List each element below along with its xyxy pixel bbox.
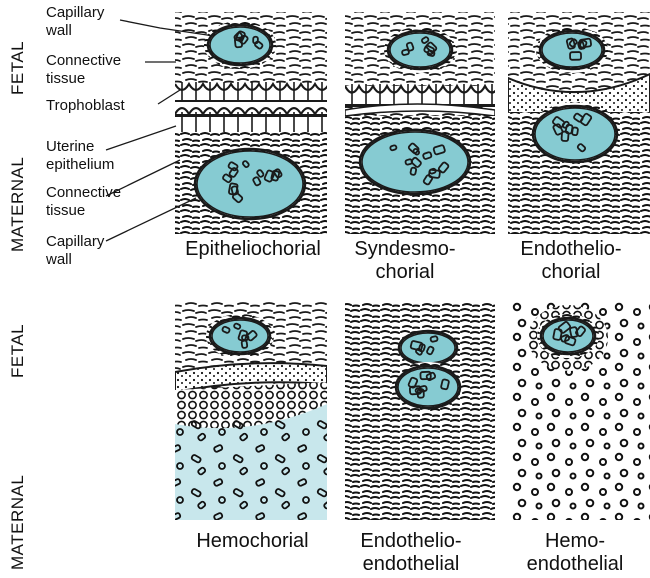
caption-hemoendothelial: Hemo- endothelial [500,530,650,576]
caption-syndesmochorial: Syndesmo- chorial [330,238,480,284]
fetal-capillary-lumen [390,33,450,67]
panel-hemoendothelial [512,302,650,520]
caption-endotheliochorial: Endothelio- chorial [496,238,646,284]
maternal-capillary-lumen [197,151,303,217]
uterine-epithelium-layer-base [175,114,327,117]
panel-epitheliochorial [175,12,329,234]
caption-epitheliochorial: Epitheliochorial [168,238,338,261]
maternal-blood-cells [175,420,327,520]
maternal-capillary-lumen [362,132,468,192]
panel-hemochorial [175,302,327,520]
caption-hemochorial: Hemochorial [170,530,335,553]
leader-uterine-epithelium [106,126,176,150]
fetal-side-label: FETAL [8,41,28,95]
label-trophoblast: Trophoblast [46,97,125,115]
label-capillary-wall-fetal: Capillary wall [46,4,104,40]
maternal-side-label: MATERNAL [8,157,28,252]
caption-endothelioendothelial: Endothelio- endothelial [336,530,486,576]
label-connective-tissue-fetal: Connective tissue [46,52,121,88]
label-capillary-wall-maternal: Capillary wall [46,233,104,269]
maternal-side-label-bottom: MATERNAL [8,475,28,570]
fetal-side-label-bottom: FETAL [8,324,28,378]
label-connective-tissue-maternal: Connective tissue [46,184,121,220]
panel-endotheliochorial [508,12,650,234]
label-uterine-epithelium: Uterine epithelium [46,138,114,174]
panel-endothelioendothelial [345,302,495,520]
panel-syndesmochorial [345,12,499,234]
